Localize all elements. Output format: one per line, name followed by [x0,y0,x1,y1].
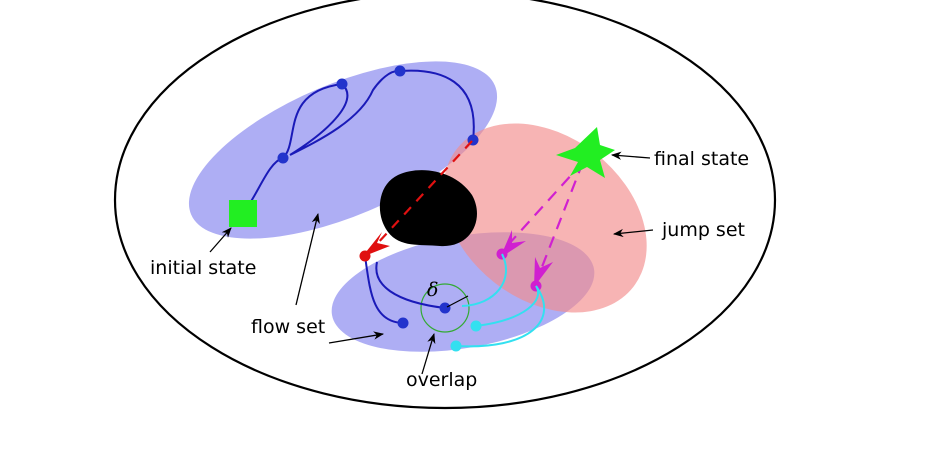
flow-point [439,302,451,314]
delta-label: δ [427,279,438,301]
final-state-star-icon [556,127,615,178]
jump-set-label: jump set [661,219,745,241]
annotation-arrow [612,228,654,238]
flow-point [397,317,409,329]
overlap-label: overlap [406,369,477,391]
flow-trajectory-lower [364,255,404,324]
cyan-point [450,340,462,352]
jump-arrowhead-magenta-right [534,257,553,287]
flow-point [277,152,289,164]
flow-set-label: flow set [251,316,325,338]
initial-state-label: initial state [150,257,256,279]
delta-radius-line [446,295,469,308]
overlap-delta-circle [420,283,470,333]
flow-point [394,65,406,77]
flow-trajectory-overlap [375,261,446,309]
annotation-arrow [295,212,320,306]
jump-arrowhead-red [362,232,390,257]
final-state-label: final state [654,148,749,170]
flow-point [336,78,348,90]
annotation-arrow [209,227,232,253]
annotation-arrow [610,151,651,160]
jump-arrow-red [375,140,473,246]
flow-set-region-upper [188,61,498,239]
cyan-trajectory [461,253,507,307]
annotation-arrow [328,331,385,344]
annotation-arrow [421,333,436,375]
state-space-boundary [113,0,777,410]
obstacle-blob-icon [379,170,477,247]
cyan-trajectory [455,285,546,348]
cyan-point [470,320,482,332]
flow-point [359,250,371,262]
initial-state-square-icon [229,200,257,227]
